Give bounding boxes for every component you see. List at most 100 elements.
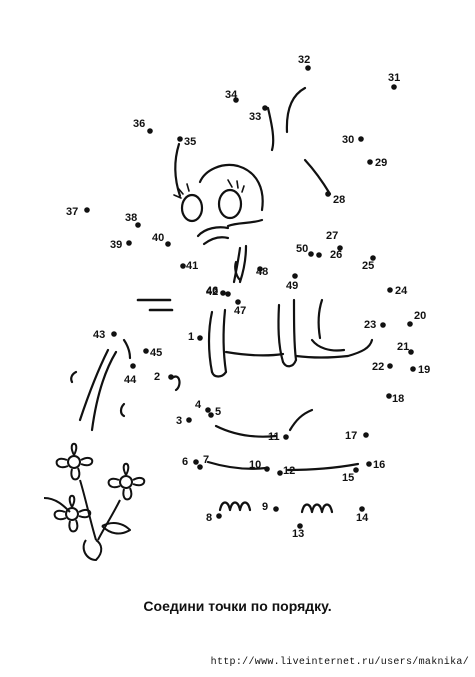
dot-label-43: 43 bbox=[93, 329, 105, 341]
dot-label-38: 38 bbox=[125, 212, 137, 224]
dot-label-44: 44 bbox=[124, 374, 137, 386]
dot-label-36: 36 bbox=[133, 118, 145, 130]
dot-31 bbox=[391, 84, 397, 90]
dot-label-32: 32 bbox=[298, 54, 310, 66]
dot-label-17: 17 bbox=[345, 430, 357, 442]
dot-9 bbox=[273, 506, 279, 512]
dot-label-40: 40 bbox=[152, 232, 164, 244]
dot-label-10: 10 bbox=[249, 459, 261, 471]
dot-label-19: 19 bbox=[418, 364, 430, 376]
dot-12 bbox=[277, 470, 283, 476]
dot-label-39: 39 bbox=[110, 239, 122, 251]
dot-45 bbox=[143, 348, 149, 354]
dot-label-49: 49 bbox=[286, 280, 298, 292]
dot-label-34: 34 bbox=[225, 89, 238, 101]
dot-13 bbox=[297, 523, 303, 529]
dot-11 bbox=[283, 434, 289, 440]
dot-label-27: 27 bbox=[326, 230, 338, 242]
dot-21 bbox=[408, 349, 414, 355]
dot-label-6: 6 bbox=[182, 456, 188, 468]
dot-5 bbox=[208, 412, 214, 418]
dot-label-13: 13 bbox=[292, 528, 304, 540]
dot-label-45: 45 bbox=[150, 347, 162, 359]
dot-36 bbox=[147, 128, 153, 134]
dot-27 bbox=[316, 252, 322, 258]
dot-47 bbox=[235, 299, 241, 305]
dot-label-35: 35 bbox=[184, 136, 196, 148]
dot-26 bbox=[337, 245, 343, 251]
dot-label-29: 29 bbox=[375, 157, 387, 169]
dot-label-4: 4 bbox=[195, 399, 202, 411]
dot-label-7: 7 bbox=[203, 454, 209, 466]
dot-8 bbox=[216, 513, 222, 519]
dot-label-22: 22 bbox=[372, 361, 384, 373]
dot-label-42: 42 bbox=[206, 286, 218, 298]
dot-label-5: 5 bbox=[215, 406, 221, 418]
dot-label-31: 31 bbox=[388, 72, 400, 84]
dot-17 bbox=[363, 432, 369, 438]
source-url: http://www.liveinternet.ru/users/maknika… bbox=[210, 657, 469, 668]
dot-25 bbox=[370, 255, 376, 261]
dot-label-25: 25 bbox=[362, 260, 374, 272]
dot-22 bbox=[387, 363, 393, 369]
dot-label-28: 28 bbox=[333, 194, 345, 206]
dot-2 bbox=[168, 374, 174, 380]
dot-38 bbox=[135, 222, 141, 228]
dot-label-2: 2 bbox=[154, 371, 160, 383]
dot-24 bbox=[387, 287, 393, 293]
dot-15 bbox=[353, 467, 359, 473]
dot-label-21: 21 bbox=[397, 341, 409, 353]
dot-34 bbox=[233, 97, 239, 103]
dot-44 bbox=[130, 363, 136, 369]
instruction-text: Соедини точки по порядку. bbox=[143, 598, 332, 614]
dot-32 bbox=[305, 65, 311, 71]
dot-label-46: 46 bbox=[206, 285, 218, 297]
dot-label-24: 24 bbox=[395, 285, 408, 297]
dot-10 bbox=[264, 466, 270, 472]
dot-label-15: 15 bbox=[342, 472, 354, 484]
dot-label-14: 14 bbox=[356, 512, 369, 524]
dot-label-16: 16 bbox=[373, 459, 385, 471]
dot-41 bbox=[180, 263, 186, 269]
dot-label-41: 41 bbox=[186, 260, 198, 272]
dot-6 bbox=[193, 459, 199, 465]
dot-label-37: 37 bbox=[66, 206, 78, 218]
dot-18 bbox=[386, 393, 392, 399]
dot-35 bbox=[177, 136, 183, 142]
dot-20 bbox=[407, 321, 413, 327]
dot-7 bbox=[197, 464, 203, 470]
dot-1 bbox=[197, 335, 203, 341]
dot-43 bbox=[111, 331, 117, 337]
dot-19 bbox=[410, 366, 416, 372]
dot-label-11: 11 bbox=[268, 431, 280, 443]
dot-16 bbox=[366, 461, 372, 467]
dot-label-1: 1 bbox=[188, 331, 194, 343]
dot-23 bbox=[380, 322, 386, 328]
dot-label-30: 30 bbox=[342, 134, 354, 146]
dot-29 bbox=[367, 159, 373, 165]
dot-48 bbox=[257, 266, 263, 272]
dot-40 bbox=[165, 241, 171, 247]
dot-39 bbox=[126, 240, 132, 246]
flower-bouquet bbox=[43, 442, 146, 561]
dot-label-33: 33 bbox=[249, 111, 261, 123]
dot-33 bbox=[262, 105, 268, 111]
dot-37 bbox=[84, 207, 90, 213]
dot-46 bbox=[225, 291, 231, 297]
dot-label-47: 47 bbox=[234, 305, 246, 317]
dot-label-50: 50 bbox=[296, 243, 308, 255]
dot-28 bbox=[325, 191, 331, 197]
dot-label-9: 9 bbox=[262, 501, 268, 513]
dot-label-48: 48 bbox=[256, 266, 268, 278]
dot-50 bbox=[308, 251, 314, 257]
dot-42 bbox=[220, 290, 226, 296]
dot-30 bbox=[358, 136, 364, 142]
dot-label-23: 23 bbox=[364, 319, 376, 331]
dot-3 bbox=[186, 417, 192, 423]
dot-49 bbox=[292, 273, 298, 279]
dot-label-8: 8 bbox=[206, 512, 212, 524]
dot-4 bbox=[205, 407, 211, 413]
dot-label-18: 18 bbox=[392, 393, 404, 405]
